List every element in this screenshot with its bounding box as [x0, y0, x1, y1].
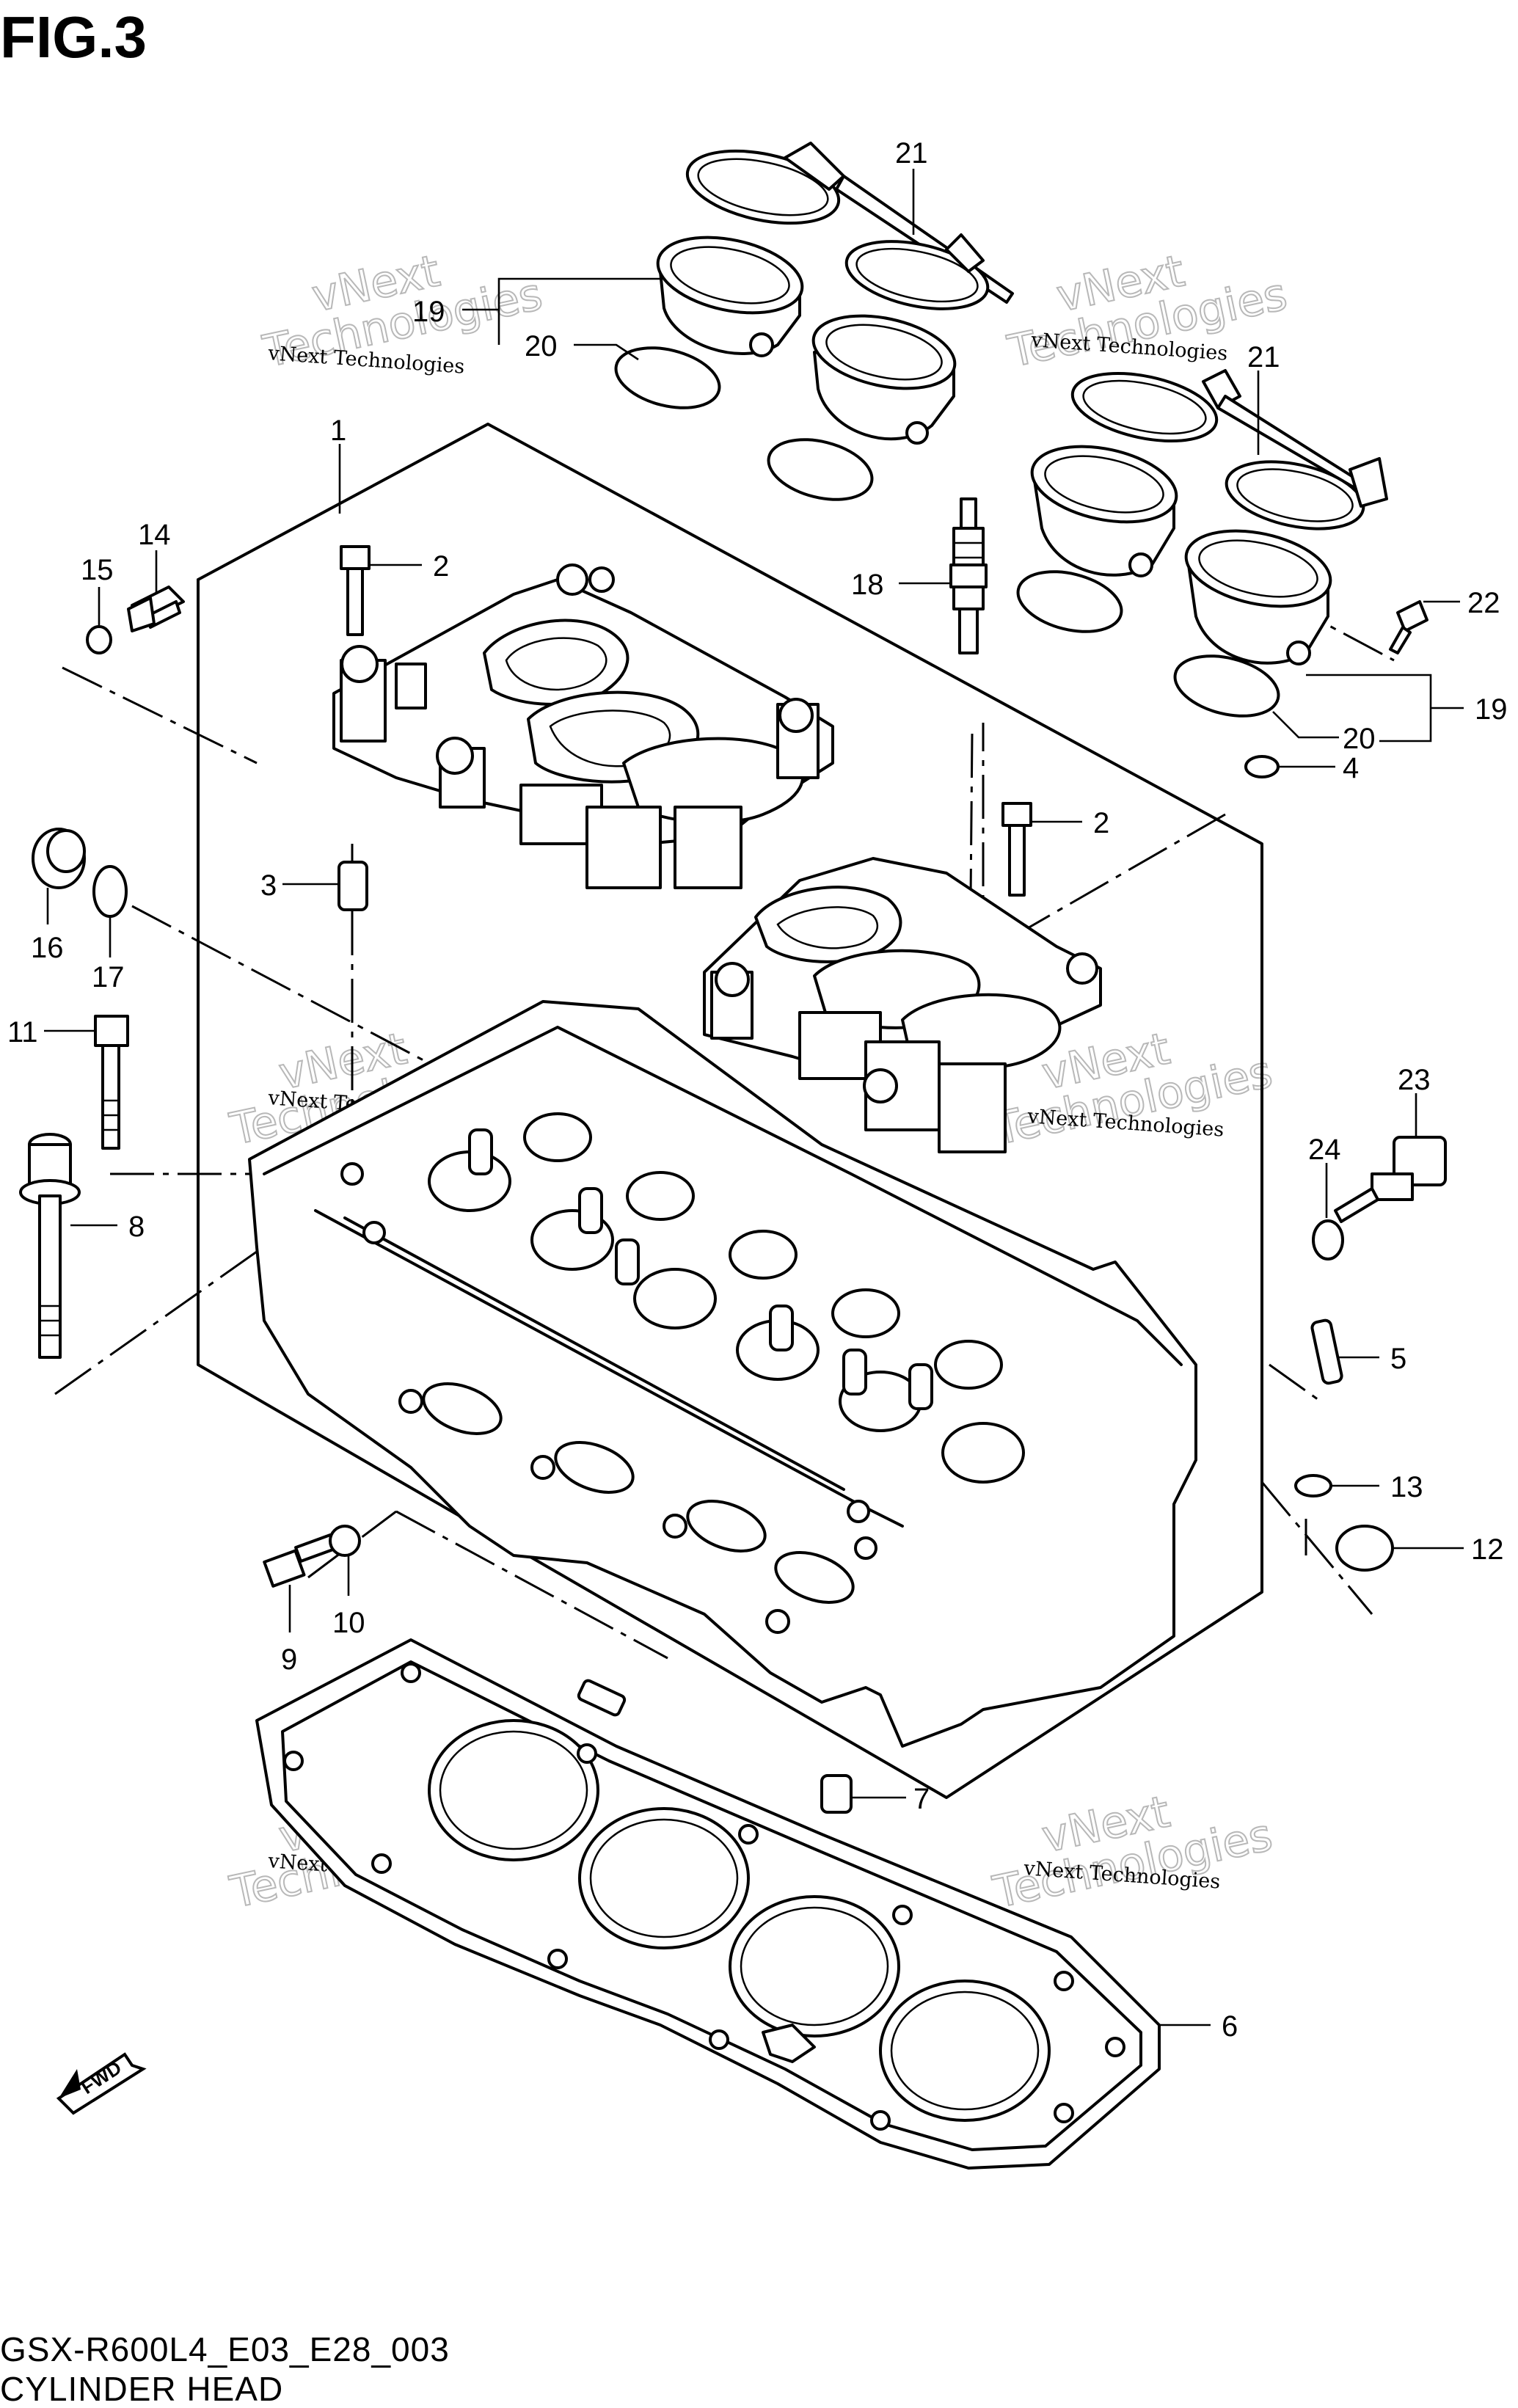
callout-17: 17 — [92, 961, 125, 993]
bolt-2a — [340, 545, 371, 636]
plug-16 — [32, 828, 86, 889]
washer-15 — [86, 625, 112, 654]
callout-1: 1 — [330, 415, 346, 447]
bolt-11 — [94, 1015, 129, 1150]
cam-holder-rear — [703, 857, 1102, 1153]
screw-22 — [1389, 600, 1428, 654]
callout-21a: 21 — [895, 137, 928, 169]
callout-22: 22 — [1467, 587, 1500, 619]
bolt-9 — [263, 1533, 337, 1588]
spark-plug-18 — [949, 497, 988, 654]
intake-clamp-21c — [1070, 369, 1366, 493]
callout-2b: 2 — [1093, 807, 1109, 839]
figure-title: FIG.3 — [0, 4, 147, 70]
callout-18: 18 — [851, 569, 884, 601]
sensor-23 — [1334, 1136, 1447, 1223]
o-ring-12 — [1335, 1525, 1394, 1572]
head-gasket-6 — [255, 1638, 1161, 2170]
callout-3: 3 — [260, 869, 277, 902]
gasket-17 — [92, 865, 128, 918]
callout-21b: 21 — [1247, 341, 1280, 373]
o-ring-20a — [614, 346, 721, 409]
callout-2a: 2 — [433, 550, 449, 583]
leader-lines — [44, 169, 1464, 2026]
intake-boot-19d — [1184, 529, 1332, 665]
callout-20a: 20 — [525, 330, 558, 362]
washer-4 — [1244, 755, 1280, 778]
o-ring-20b — [767, 438, 874, 501]
callout-14: 14 — [138, 519, 171, 551]
pipe-5 — [1310, 1318, 1343, 1385]
intake-boot-19a — [656, 236, 804, 357]
washer-10 — [329, 1525, 361, 1557]
cam-bores — [428, 1112, 1025, 1484]
callout-23: 23 — [1398, 1064, 1431, 1096]
assembly-outline — [197, 423, 1263, 1799]
callout-5: 5 — [1390, 1343, 1406, 1375]
model-code: GSX-R600L4_E03_E28_003 — [0, 2330, 450, 2368]
callout-15: 15 — [81, 554, 114, 586]
cylinder-head-body — [248, 1000, 1197, 1748]
union-14 — [127, 585, 185, 632]
callout-12: 12 — [1471, 1533, 1504, 1566]
intake-boot-19b — [811, 314, 957, 445]
callout-20b: 20 — [1343, 723, 1376, 755]
callout-16: 16 — [31, 932, 64, 964]
gasket-24 — [1312, 1219, 1344, 1260]
callout-24: 24 — [1308, 1134, 1341, 1166]
callout-19a: 19 — [412, 296, 445, 328]
washer-13 — [1294, 1474, 1332, 1497]
callout-labels: 1 2 2 3 4 5 6 7 8 9 10 11 12 13 14 15 16… — [7, 137, 1508, 2043]
intake-clamp-21d — [1225, 457, 1388, 530]
dowel-7 — [820, 1774, 853, 1814]
callout-13: 13 — [1390, 1471, 1423, 1503]
callout-19b: 19 — [1475, 693, 1508, 726]
cam-holder-front — [332, 563, 834, 889]
bolt-2b — [1001, 802, 1032, 897]
callout-10: 10 — [332, 1607, 365, 1639]
callout-9: 9 — [281, 1643, 297, 1676]
o-ring-20d — [1173, 654, 1280, 718]
bolt-8 — [19, 1133, 81, 1359]
dowel-3 — [337, 861, 368, 911]
callout-11: 11 — [7, 1016, 38, 1048]
intake-boots-group — [614, 142, 1428, 718]
callout-7: 7 — [913, 1783, 930, 1815]
intake-boot-19c — [1030, 445, 1178, 577]
o-ring-20c — [1016, 570, 1123, 633]
callout-6: 6 — [1222, 2010, 1238, 2043]
exhaust-ports — [398, 1382, 855, 1634]
callout-4: 4 — [1343, 752, 1359, 784]
callout-8: 8 — [128, 1211, 145, 1243]
fwd-arrow-icon: FWD — [56, 2052, 147, 2115]
valve-posts — [468, 1128, 933, 1410]
intake-clamp-21b — [844, 233, 990, 310]
figure-caption: CYLINDER HEAD — [0, 2370, 283, 2408]
